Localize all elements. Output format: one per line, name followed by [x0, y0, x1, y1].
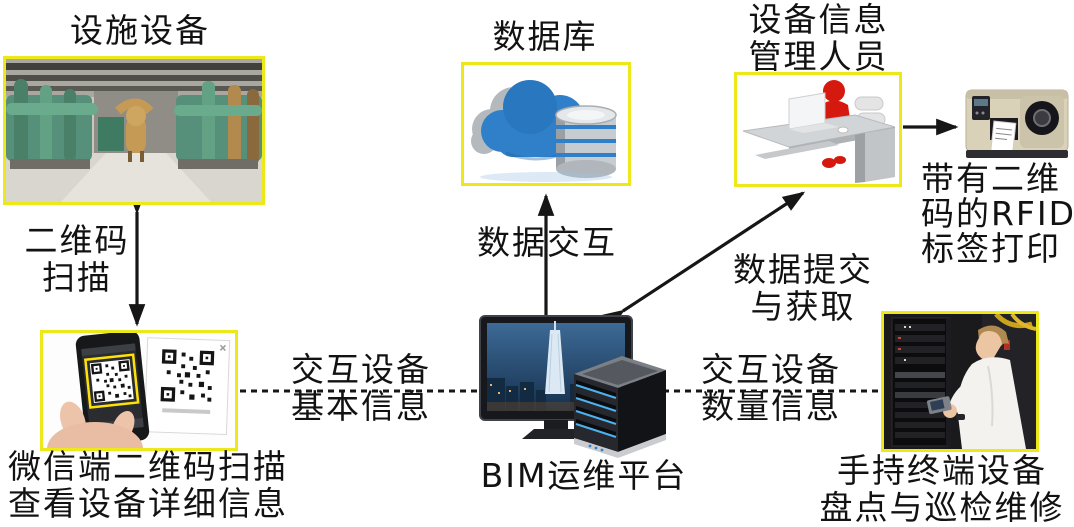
data-submit-edge-label: 数据提交 与获取: [712, 251, 894, 325]
manager-title-line2: 管理人员: [748, 37, 889, 76]
database-title: 数据库: [492, 17, 598, 56]
basic-info-edge-label: 交互设备 基本信息: [281, 351, 441, 425]
data-exchange-edge-label: 数据交互: [477, 223, 617, 262]
bim-platform-image: [478, 314, 670, 458]
quantity-info-edge-label-line1: 交互设备: [701, 350, 841, 389]
rfid-printer-caption-line1: 带有二维: [921, 159, 1061, 198]
server-room-illustration: [884, 314, 1036, 449]
manager-illustration: [737, 75, 899, 184]
handheld-caption-line2: 盘点与巡检维修: [819, 488, 1065, 527]
manager-title: 设备信息 管理人员: [731, 1, 906, 75]
qr-scan-edge-label-line2: 扫描: [42, 258, 112, 297]
handheld-terminal-image: [881, 311, 1039, 452]
basic-info-edge-label-line2: 基本信息: [291, 387, 431, 426]
basic-info-edge-label-line1: 交互设备: [291, 350, 431, 389]
wechat-caption-line2: 查看设备详细信息: [8, 484, 288, 523]
wechat-caption-line1: 微信端二维码扫描: [8, 447, 288, 486]
manager-desk-image: [734, 72, 902, 187]
wechat-caption: 微信端二维码扫描 查看设备详细信息: [0, 448, 298, 522]
wechat-qr-scan-image: [40, 330, 238, 451]
bim-platform-caption: BIM运维平台: [480, 456, 688, 495]
facility-title: 设施设备: [70, 11, 210, 50]
data-submit-edge-label-line1: 数据提交: [733, 250, 873, 289]
quantity-info-edge-label: 交互设备 数量信息: [691, 351, 851, 425]
manager-title-line1: 设备信息: [748, 0, 889, 39]
cloud-database-illustration: [464, 65, 628, 183]
machine-room-illustration: [6, 59, 262, 202]
quantity-info-edge-label-line2: 数量信息: [701, 387, 841, 426]
handheld-caption-line1: 手持终端设备: [837, 451, 1047, 490]
data-submit-edge-label-line2: 与获取: [750, 287, 856, 326]
monitor-server-illustration: [479, 315, 666, 458]
rfid-printer-caption-line3: 标签打印: [921, 229, 1061, 268]
label-printer-illustration: [965, 89, 1069, 158]
facility-equipment-image: [3, 56, 265, 205]
rfid-printer-image: [960, 84, 1074, 162]
qr-scan-edge-label: 二维码 扫描: [8, 222, 146, 296]
phone-scan-illustration: [43, 333, 235, 448]
rfid-printer-caption-line2: 码的RFID: [921, 194, 1074, 233]
database-image: [461, 62, 631, 186]
rfid-printer-caption: 带有二维 码的RFID 标签打印: [921, 161, 1074, 266]
qr-scan-edge-label-line1: 二维码: [24, 221, 130, 260]
handheld-caption: 手持终端设备 盘点与巡检维修: [810, 452, 1074, 526]
arrow-data-submit: [601, 191, 806, 329]
